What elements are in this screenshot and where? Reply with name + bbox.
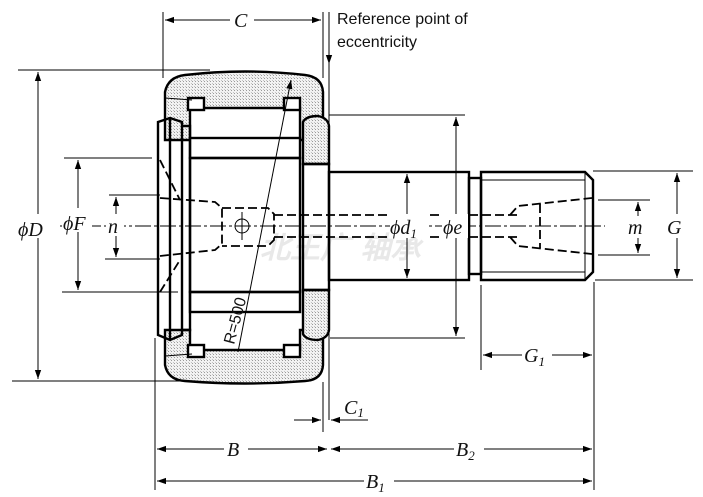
label-n: n [108,216,118,238]
label-g1: G1 [524,345,545,369]
label-b2: B2 [456,439,475,463]
dimension-lines [12,12,693,490]
needle-rollers [188,136,302,314]
thrust-washer [301,114,331,342]
reference-note-line2: eccentricity [337,34,417,51]
head-flange [156,97,193,357]
dimension-labels: C Reference point of eccentricity ϕD ϕF … [18,10,688,495]
label-phi-e: ϕe [443,217,462,239]
label-b1: B1 [366,471,385,495]
reference-note-line1: Reference point of [337,11,468,28]
label-b: B [227,439,239,461]
label-c1: C1 [344,397,364,420]
label-phi-d: ϕD [18,219,43,241]
outer-ring [163,70,325,385]
label-m: m [628,217,642,239]
label-phi-f: ϕF [63,213,86,235]
label-g: G [667,217,682,239]
label-phi-d1: ϕd1 [390,217,417,241]
radius-leader [237,79,293,353]
label-c: C [234,10,248,32]
